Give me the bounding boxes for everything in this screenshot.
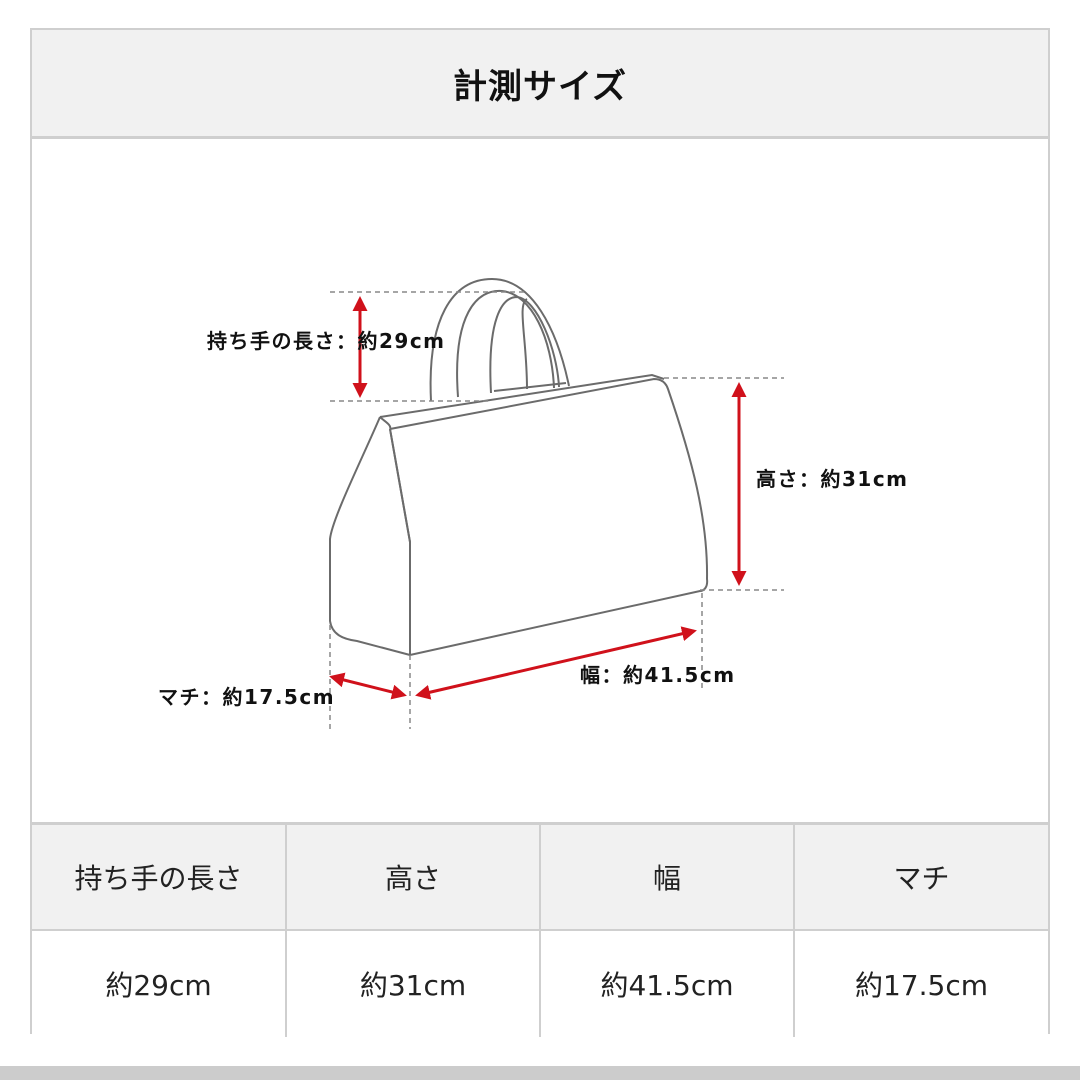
- bag-diagram: 持ち手の長さ：約29cm 高さ：約31cm 幅：約41.5cm マチ：約17.5…: [32, 139, 1048, 823]
- guide-lines: [329, 291, 784, 729]
- table-row: 約29cm 約31cm 約41.5cm 約17.5cm: [32, 929, 1048, 1037]
- height-label: 高さ：約31cm: [756, 467, 909, 491]
- gusset-label: マチ：約17.5cm: [158, 685, 336, 709]
- header-height: 高さ: [285, 822, 541, 931]
- value-height: 約31cm: [285, 929, 541, 1037]
- bag-illustration: [329, 277, 784, 729]
- size-table: 持ち手の長さ 高さ 幅 マチ 約29cm 約31cm 約41.5cm 約17.5…: [32, 822, 1048, 1037]
- value-width: 約41.5cm: [539, 929, 795, 1037]
- bottom-bar: [0, 1066, 1080, 1080]
- value-handle-length: 約29cm: [32, 929, 287, 1037]
- value-gusset: 約17.5cm: [793, 929, 1048, 1037]
- width-label: 幅：約41.5cm: [580, 663, 736, 687]
- header-gusset: マチ: [793, 822, 1048, 931]
- dimension-arrows: [329, 296, 747, 700]
- handle-length-label: 持ち手の長さ：約29cm: [207, 329, 446, 353]
- measurement-card: 計測サイズ: [30, 28, 1050, 1037]
- title-bar: 計測サイズ: [32, 30, 1048, 139]
- page-title: 計測サイズ: [453, 66, 627, 107]
- header-width: 幅: [539, 822, 795, 931]
- table-header-row: 持ち手の長さ 高さ 幅 マチ: [32, 822, 1048, 931]
- header-handle-length: 持ち手の長さ: [32, 822, 287, 931]
